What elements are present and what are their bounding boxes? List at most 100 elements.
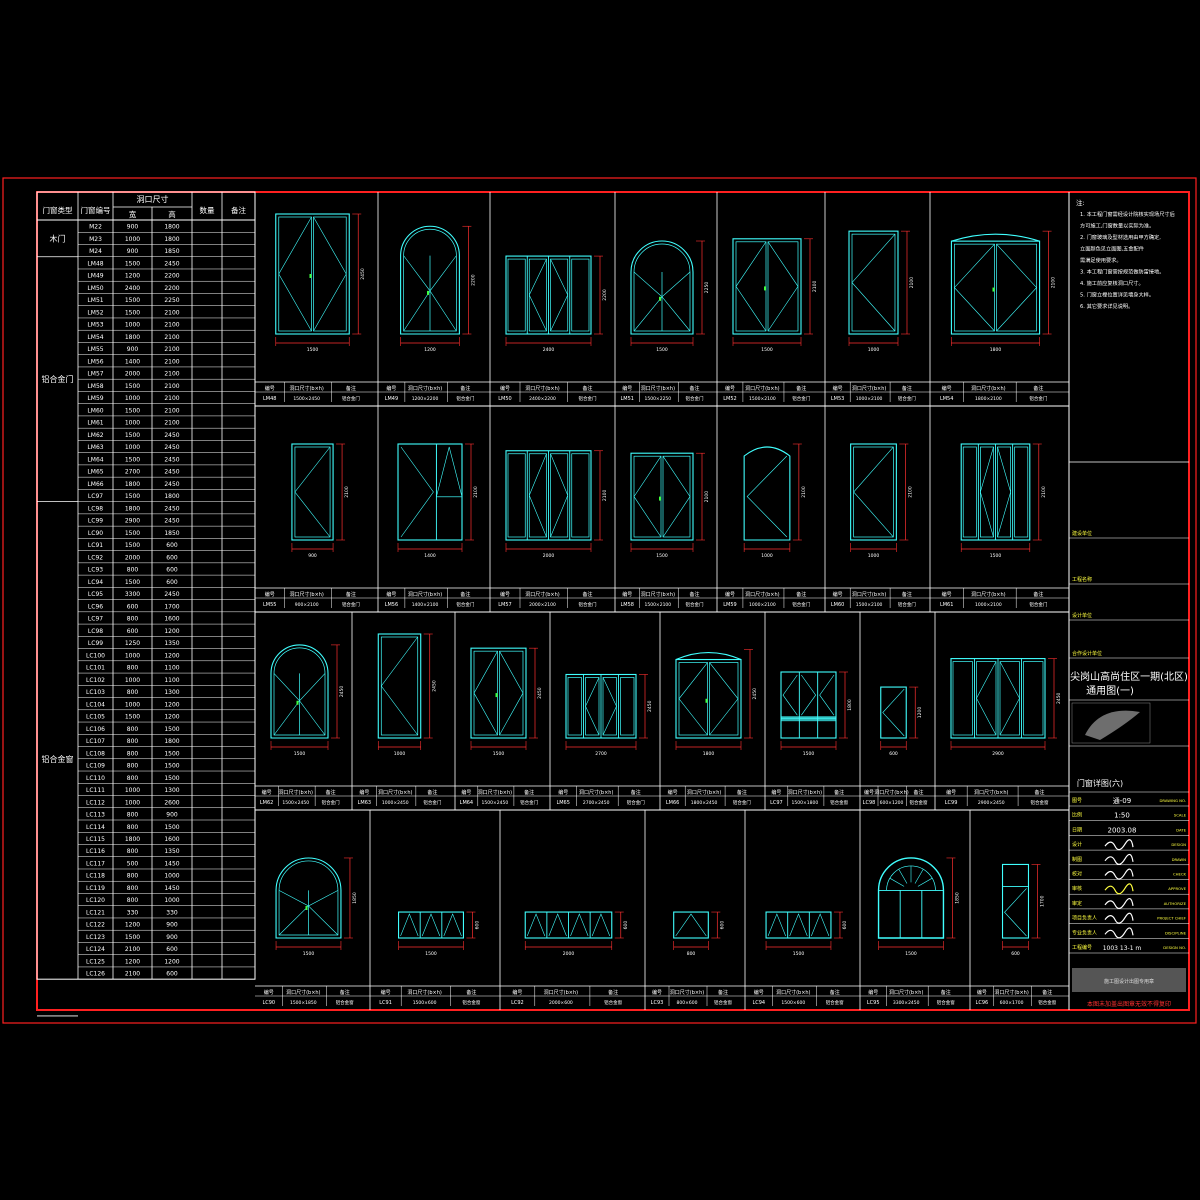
table-cell-height: 2450 xyxy=(164,260,179,267)
panel-header-note: 备注 xyxy=(524,789,534,796)
table-cell-height: 2450 xyxy=(164,518,179,525)
table-cell-height: 1000 xyxy=(164,873,179,880)
table-cell-code: LC122 xyxy=(86,922,105,929)
swing-mark xyxy=(882,688,905,737)
panel-header-code: 编号 xyxy=(725,591,735,598)
panel-header-code: 编号 xyxy=(461,789,471,796)
table-cell-width: 800 xyxy=(127,775,139,782)
table-cell-width: 1000 xyxy=(125,236,140,243)
table-cell-height: 1300 xyxy=(164,787,179,794)
swing-mark xyxy=(735,241,767,332)
fan-frame xyxy=(877,857,945,939)
table-cell-code: LM66 xyxy=(87,481,103,488)
table-cell-width: 1250 xyxy=(125,640,140,647)
table-cell-width: 2100 xyxy=(125,946,140,953)
table-cell-width: 800 xyxy=(127,689,139,696)
tb-row-label: 专业负责人 xyxy=(1072,929,1097,936)
category-label: 铝合金窗 xyxy=(42,754,74,764)
swing-mark xyxy=(307,890,339,936)
table-cell-height: 2100 xyxy=(164,420,179,427)
table-cell-code: LC120 xyxy=(86,897,105,904)
fan-rib xyxy=(917,877,933,887)
swing-mark xyxy=(678,662,708,736)
table-cell-height: 1100 xyxy=(164,677,179,684)
door-frame xyxy=(880,686,907,739)
notes-block: 注:1. 本工程门窗需经设计院核实现场尺寸后 方可施工,门窗数量以实际为准。2.… xyxy=(1076,198,1175,310)
panel-header-note: 备注 xyxy=(830,989,840,996)
signature xyxy=(1104,883,1134,895)
table-cell-height: 1600 xyxy=(164,836,179,843)
panel-code: LM64 xyxy=(460,800,473,806)
dim-text-height: 600 xyxy=(842,921,848,930)
panel-header-code: 编号 xyxy=(386,385,396,392)
panel-size: 800×600 xyxy=(677,1000,698,1006)
dim-text-width: 1500 xyxy=(294,751,306,757)
table-cell-width: 1500 xyxy=(125,579,140,586)
door-frame xyxy=(850,443,897,541)
table-cell-height: 900 xyxy=(166,922,178,929)
swing-mark xyxy=(767,241,799,332)
table-cell-width: 1800 xyxy=(125,334,140,341)
table-cell-height: 600 xyxy=(166,567,178,574)
swing-mark xyxy=(591,913,611,937)
panel-header-note: 备注 xyxy=(690,385,700,392)
table-cell-height: 1350 xyxy=(164,848,179,855)
swing-mark xyxy=(400,913,419,937)
table-cell-height: 1200 xyxy=(164,714,179,721)
door-frame xyxy=(765,911,832,939)
table-cell-code: LM55 xyxy=(87,346,103,353)
table-cell-height: 600 xyxy=(166,579,178,586)
panel-size: 1800×2450 xyxy=(691,800,718,806)
dim-text-width: 1500 xyxy=(761,347,773,353)
table-cell-code: LC91 xyxy=(88,542,103,549)
tb-row-label: 工程编号 xyxy=(1072,944,1092,951)
panel-code: LM58 xyxy=(621,602,634,608)
panel-note: 铝合金门 xyxy=(733,799,751,806)
panel-header-size: 洞口尺寸(b×h) xyxy=(994,989,1028,996)
dim-text-height: 2100 xyxy=(602,490,608,502)
panel-code: LC92 xyxy=(511,1000,524,1006)
door-frame xyxy=(291,443,334,541)
panel-note: 铝合金窗 xyxy=(604,999,622,1006)
panel-header-size: 洞口尺寸(b×h) xyxy=(874,789,908,796)
tb-row-label-en: DATE xyxy=(1176,827,1186,832)
panel-note: 铝合金门 xyxy=(898,601,916,608)
dim-text-height: 2100 xyxy=(344,486,350,498)
table-cell-height: 1600 xyxy=(164,616,179,623)
panel-note: 铝合金窗 xyxy=(336,999,354,1006)
dim-text-height: 2250 xyxy=(704,282,710,294)
note-line: 3. 本工程门窗需按规范做防雷接地。 xyxy=(1080,268,1164,276)
table-cell-width: 1800 xyxy=(125,836,140,843)
table-cell-height: 2100 xyxy=(164,383,179,390)
table-cell-height: 1800 xyxy=(164,236,179,243)
table-cell-width: 800 xyxy=(127,824,139,831)
door-handle xyxy=(309,274,312,278)
header-group: 洞口尺寸 xyxy=(137,194,169,204)
panel-note: 铝合金门 xyxy=(342,601,360,608)
table-cell-width: 1000 xyxy=(125,677,140,684)
dim-text-width: 1800 xyxy=(990,347,1002,353)
dim-text-width: 2000 xyxy=(563,951,575,957)
door-frame xyxy=(673,911,709,939)
swing-mark xyxy=(421,913,441,937)
panel-size: 3300×2450 xyxy=(893,1000,920,1006)
panel-header-size: 洞口尺寸(b×h) xyxy=(286,989,320,996)
dim-text-width: 1500 xyxy=(425,951,437,957)
panel-header-note: 备注 xyxy=(902,385,912,392)
table-cell-width: 800 xyxy=(127,567,139,574)
panel-note: 铝合金门 xyxy=(898,395,916,402)
dim-text-width: 600 xyxy=(889,751,898,757)
table-cell-height: 900 xyxy=(166,934,178,941)
table-cell-code: M22 xyxy=(89,224,102,231)
table-cell-code: LC101 xyxy=(86,665,105,672)
panel-note: 铝合金门 xyxy=(686,395,704,402)
sheet-title: 门窗详图(六) xyxy=(1077,778,1123,788)
arch-inner xyxy=(273,647,326,736)
panel-header-code: 编号 xyxy=(500,591,510,598)
table-cell-width: 800 xyxy=(127,873,139,880)
door-frame xyxy=(377,633,422,739)
arch-frame xyxy=(743,446,791,541)
